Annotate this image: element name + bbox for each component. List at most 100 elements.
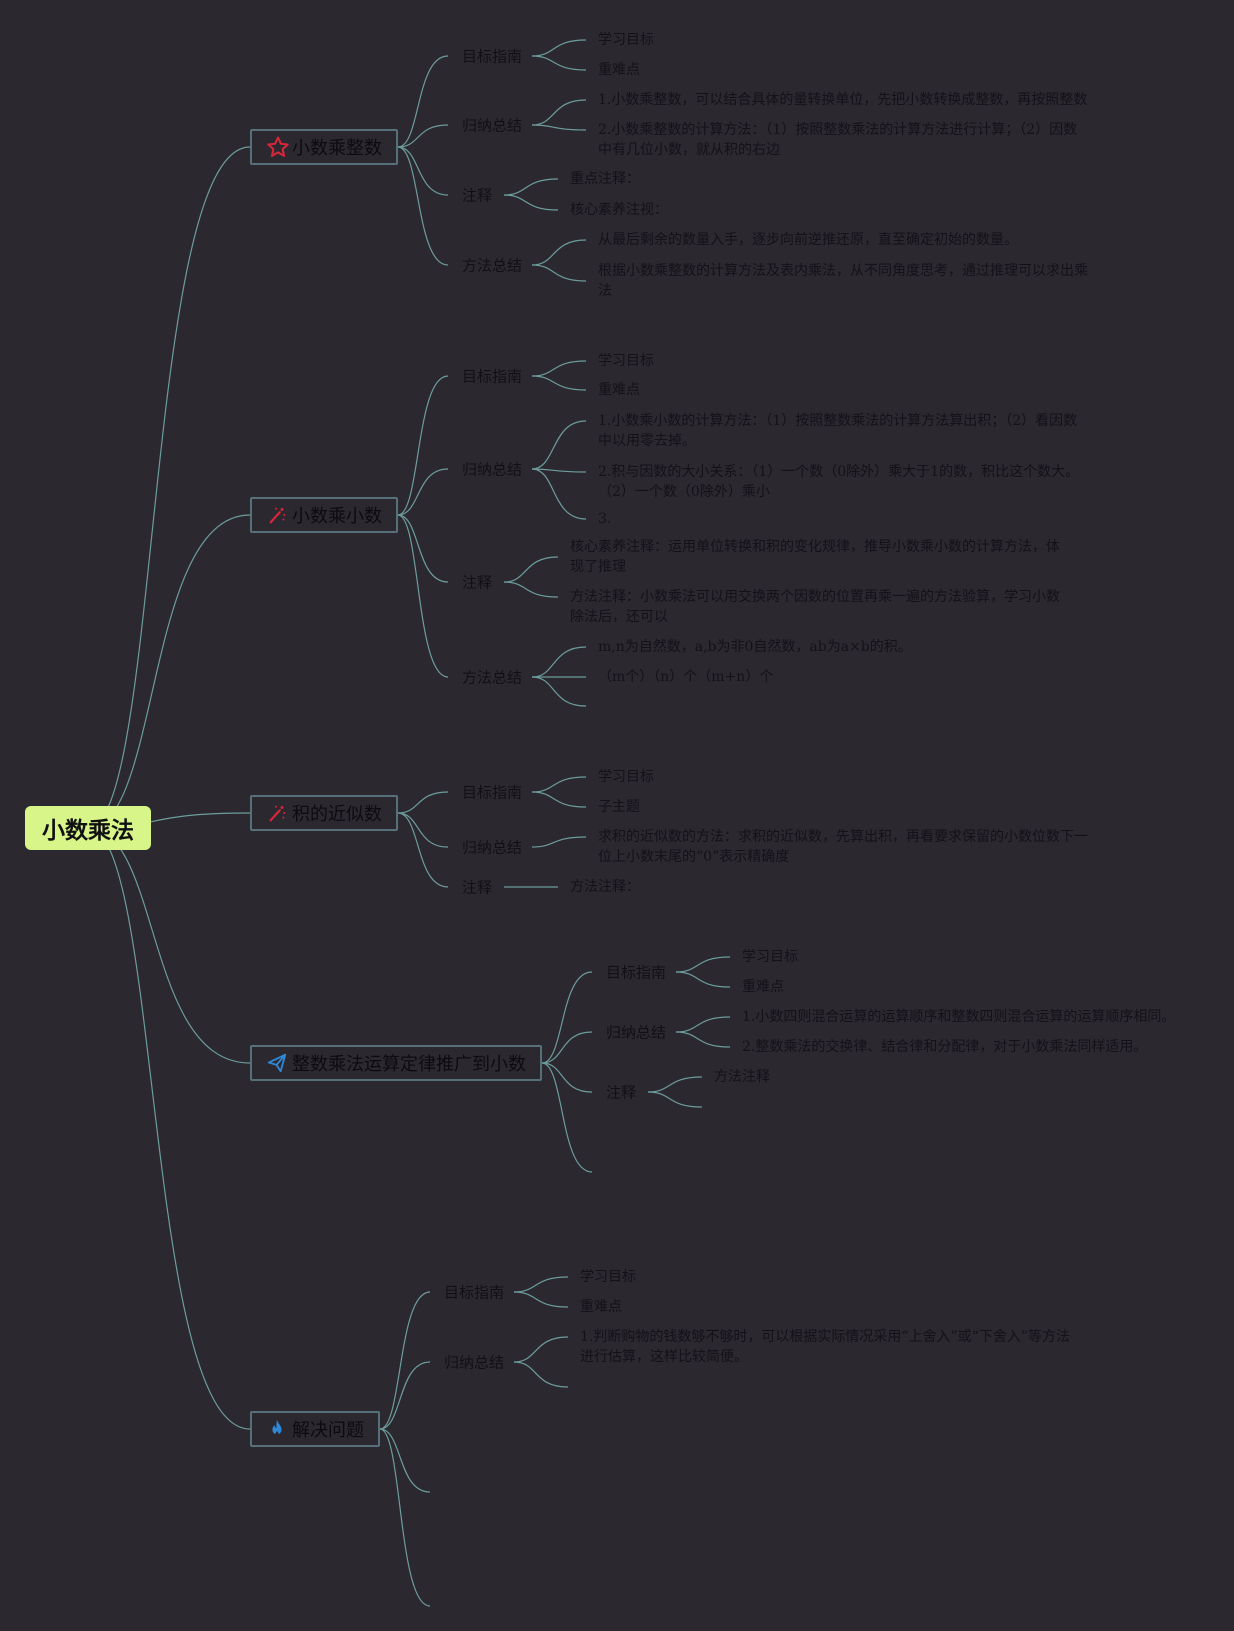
sub-topic[interactable]: 注释 xyxy=(462,186,493,205)
leaf-topic[interactable]: 1.小数乘小数的计算方法：（1）按照整数乘法的计算方法算出积；（2）看因数中以用… xyxy=(598,413,1078,449)
branch-sub-connector xyxy=(397,468,449,516)
sub-leaf-connector xyxy=(513,1276,569,1293)
branch-sub-connector xyxy=(541,1031,593,1064)
branch-sub-connector xyxy=(541,1062,593,1093)
sub-leaf-connector xyxy=(675,956,731,973)
leaf-topic[interactable]: 从最后剩余的数量入手，逐步向前逆推还原，直至确定初始的数量。 xyxy=(598,232,1018,248)
branch-sub-connector xyxy=(379,1291,431,1430)
sub-leaf-connector xyxy=(513,1291,569,1308)
branch-label: 小数乘整数 xyxy=(292,138,382,159)
leaf-topic[interactable]: 重难点 xyxy=(598,62,640,78)
leaf-topic[interactable]: 求积的近似数的方法：求积的近似数，先算出积，再看要求保留的小数位数下一位上小数末… xyxy=(598,829,1088,865)
leaf-topic[interactable]: 根据小数乘整数的计算方法及表内乘法，从不同角度思考，通过推理可以求出乘法 xyxy=(598,263,1088,299)
paper-plane-icon xyxy=(266,1051,290,1075)
sub-leaf-connector xyxy=(531,124,587,131)
leaf-topic[interactable]: 重难点 xyxy=(742,979,784,995)
leaf-topic[interactable]: 1.小数乘整数，可以结合具体的量转换单位，先把小数转换成整数，再按照整数 xyxy=(598,92,1088,108)
star-icon xyxy=(266,135,290,159)
sub-leaf-connector xyxy=(531,646,587,678)
root-branch-connector xyxy=(87,514,251,829)
branch-node[interactable]: 小数乘整数 xyxy=(250,129,398,165)
sub-topic[interactable]: 归纳总结 xyxy=(444,1353,505,1372)
leaf-topic[interactable]: 1.判断购物的钱数够不够时，可以根据实际情况采用“上舍入”或“下舍入”等方法进行… xyxy=(580,1329,1070,1365)
branch-node[interactable]: 整数乘法运算定律推广到小数 xyxy=(250,1045,542,1081)
root-branch-connector xyxy=(87,827,251,1064)
branch-sub-connector xyxy=(397,146,449,266)
magic-wand-icon xyxy=(266,503,290,527)
leaf-topic[interactable]: （m个）（n）个（m+n）个 xyxy=(598,669,774,685)
sub-topic[interactable]: 注释 xyxy=(462,878,493,897)
sub-leaf-connector xyxy=(531,375,587,391)
sub-topic[interactable]: 目标指南 xyxy=(444,1283,505,1302)
sub-topic[interactable]: 注释 xyxy=(462,573,493,592)
sub-leaf-connector xyxy=(531,776,587,793)
sub-leaf-connector xyxy=(503,178,559,196)
branch-sub-connector xyxy=(379,1428,431,1493)
sub-leaf-connector xyxy=(675,1016,731,1033)
root-node[interactable]: 小数乘法 xyxy=(25,806,151,850)
sub-topic[interactable]: 目标指南 xyxy=(462,367,523,386)
leaf-topic[interactable]: 学习目标 xyxy=(598,353,654,369)
branch-sub-connector xyxy=(397,375,449,516)
branch-sub-connector xyxy=(397,55,449,148)
leaf-topic[interactable]: 2.小数乘整数的计算方法：（1）按照整数乘法的计算方法进行计算；（2）因数中有几… xyxy=(598,122,1078,158)
sub-leaf-connector xyxy=(647,1091,703,1108)
sub-leaf-connector xyxy=(513,1361,569,1388)
sub-leaf-connector xyxy=(503,556,559,583)
sub-leaf-connector xyxy=(503,194,559,211)
sub-leaf-connector xyxy=(531,468,587,520)
sub-topic[interactable]: 方法总结 xyxy=(462,256,523,275)
sub-leaf-connector xyxy=(675,971,731,988)
sub-leaf-connector xyxy=(531,360,587,377)
branch-sub-connector xyxy=(541,971,593,1064)
sub-leaf-connector xyxy=(531,468,587,473)
branch-node[interactable]: 小数乘小数 xyxy=(250,497,398,533)
branch-node[interactable]: 解决问题 xyxy=(250,1411,380,1447)
sub-topic[interactable]: 目标指南 xyxy=(606,963,667,982)
branch-sub-connector xyxy=(379,1428,431,1607)
leaf-topic[interactable]: 方法注释： xyxy=(570,879,640,895)
sub-leaf-connector xyxy=(531,420,587,470)
leaf-topic[interactable]: 重点注释： xyxy=(570,171,640,187)
flame-icon xyxy=(266,1417,290,1441)
sub-topic[interactable]: 目标指南 xyxy=(462,47,523,66)
leaf-topic[interactable]: m,n为自然数，a,b为非0自然数，ab为a×b的积。 xyxy=(598,639,912,655)
leaf-topic[interactable]: 核心素养注视： xyxy=(570,202,668,218)
leaf-topic[interactable]: 学习目标 xyxy=(742,949,798,965)
leaf-topic[interactable]: 核心素养注释：运用单位转换和积的变化规律，推导小数乘小数的计算方法，体现了推理 xyxy=(570,539,1060,575)
leaf-topic[interactable]: 方法注释 xyxy=(714,1069,770,1085)
branch-sub-connector xyxy=(397,791,449,814)
sub-leaf-connector xyxy=(675,1031,731,1048)
leaf-topic[interactable]: 2.积与因数的大小关系：（1）一个数（0除外）乘大于1的数，积比这个数大。（2）… xyxy=(598,464,1080,500)
sub-leaf-connector xyxy=(531,676,587,707)
leaf-topic[interactable]: 子主题 xyxy=(598,799,640,815)
sub-topic[interactable]: 归纳总结 xyxy=(462,838,523,857)
sub-topic[interactable]: 注释 xyxy=(606,1083,637,1102)
sub-leaf-connector xyxy=(531,264,587,282)
leaf-topic[interactable]: 2.整数乘法的交换律、结合律和分配律，对于小数乘法同样适用。 xyxy=(742,1039,1148,1055)
sub-topic[interactable]: 归纳总结 xyxy=(462,460,523,479)
leaf-topic[interactable]: 学习目标 xyxy=(598,769,654,785)
sub-leaf-connector xyxy=(531,791,587,808)
sub-topic[interactable]: 归纳总结 xyxy=(606,1023,667,1042)
sub-leaf-connector xyxy=(531,39,587,57)
magic-wand-icon xyxy=(266,801,290,825)
branch-sub-connector xyxy=(397,124,449,148)
leaf-topic[interactable]: 重难点 xyxy=(580,1299,622,1315)
leaf-topic[interactable]: 方法注释：小数乘法可以用交换两个因数的位置再乘一遍的方法验算，学习小数除法后，还… xyxy=(570,589,1060,625)
branch-sub-connector xyxy=(397,812,449,848)
branch-sub-connector xyxy=(379,1361,431,1430)
leaf-topic[interactable]: 3. xyxy=(598,511,612,527)
branch-sub-connector xyxy=(397,146,449,196)
sub-topic[interactable]: 方法总结 xyxy=(462,668,523,687)
sub-leaf-connector xyxy=(647,1076,703,1093)
leaf-topic[interactable]: 学习目标 xyxy=(580,1269,636,1285)
sub-topic[interactable]: 归纳总结 xyxy=(462,116,523,135)
branch-node[interactable]: 积的近似数 xyxy=(250,795,398,831)
leaf-topic[interactable]: 学习目标 xyxy=(598,32,654,48)
leaf-topic[interactable]: 1.小数四则混合运算的运算顺序和整数四则混合运算的运算顺序相同。 xyxy=(742,1009,1176,1025)
leaf-topic[interactable]: 重难点 xyxy=(598,382,640,398)
root-branch-connector xyxy=(87,146,251,829)
sub-topic[interactable]: 目标指南 xyxy=(462,783,523,802)
